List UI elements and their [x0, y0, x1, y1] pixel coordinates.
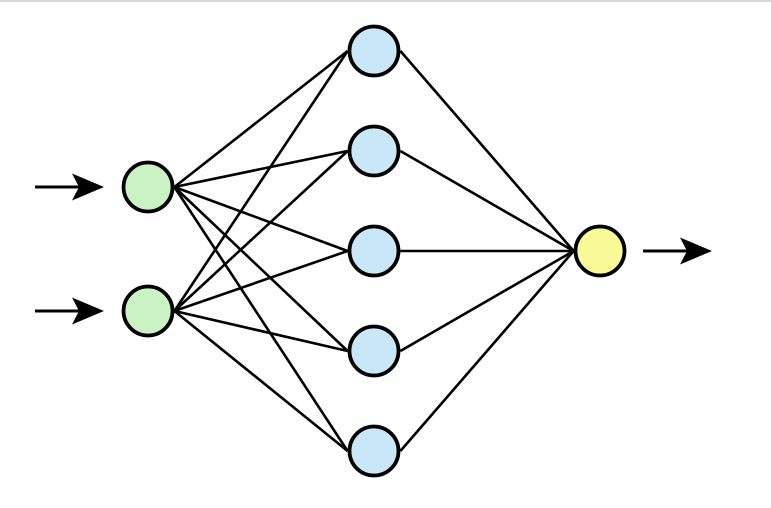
- edge-hidden-2-to-output-1: [399, 149, 575, 253]
- hidden-4-node: [347, 324, 401, 378]
- edge-input-2-to-hidden-4: [174, 309, 348, 353]
- edge-hidden-5-to-output-1: [399, 250, 575, 452]
- edge-input-1-to-hidden-4: [173, 186, 349, 352]
- edge-input-2-to-hidden-5: [173, 309, 349, 453]
- output-arrow-head: [680, 237, 712, 265]
- input-1-node: [121, 160, 175, 214]
- top-border-line: [0, 0, 771, 2]
- edge-input-1-to-hidden-3: [173, 185, 349, 253]
- edge-input-1-to-hidden-1: [173, 49, 349, 189]
- edge-input-1-to-hidden-5: [173, 186, 349, 452]
- edge-input-2-to-hidden-1: [173, 50, 349, 312]
- edge-input-2-to-hidden-2: [173, 150, 349, 312]
- hidden-3-node: [347, 224, 401, 278]
- input-2-node: [121, 284, 175, 338]
- hidden-1-node: [347, 24, 401, 78]
- edge-input-2-to-hidden-3: [173, 249, 349, 313]
- edge-input-1-to-hidden-2: [174, 149, 348, 189]
- edge-hidden-4-to-output-1: [399, 249, 575, 353]
- hidden-2-node: [347, 124, 401, 178]
- input-arrow-2-head: [72, 297, 104, 325]
- edge-hidden-1-to-output-1: [399, 50, 575, 252]
- hidden-5-node: [347, 424, 401, 478]
- input-arrow-1-head: [72, 173, 104, 201]
- output-1-node: [573, 224, 627, 278]
